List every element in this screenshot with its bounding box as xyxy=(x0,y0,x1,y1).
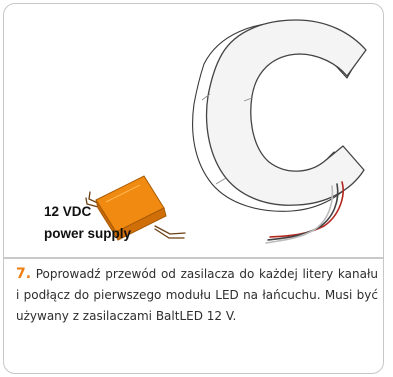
section-divider xyxy=(4,257,383,259)
step-text: Poprowadź przewód od zasilacza do każdej… xyxy=(16,267,378,323)
letter-wires xyxy=(265,181,344,244)
channel-letter-illustration xyxy=(85,19,367,244)
letter-c-face xyxy=(205,19,367,206)
psu-label: 12 VDC power supply xyxy=(44,201,131,245)
step-description: 7. Poprowadź przewód od zasilacza do każ… xyxy=(16,264,378,327)
psu-label-line1: 12 VDC xyxy=(44,204,92,219)
instruction-card: 12 VDC power supply 7. Poprowadź przewód… xyxy=(3,3,384,374)
psu-output-wires xyxy=(154,225,186,239)
step-number: 7. xyxy=(16,266,32,282)
power-supply-unit xyxy=(95,175,167,241)
psu-label-line2: power supply xyxy=(44,226,132,241)
